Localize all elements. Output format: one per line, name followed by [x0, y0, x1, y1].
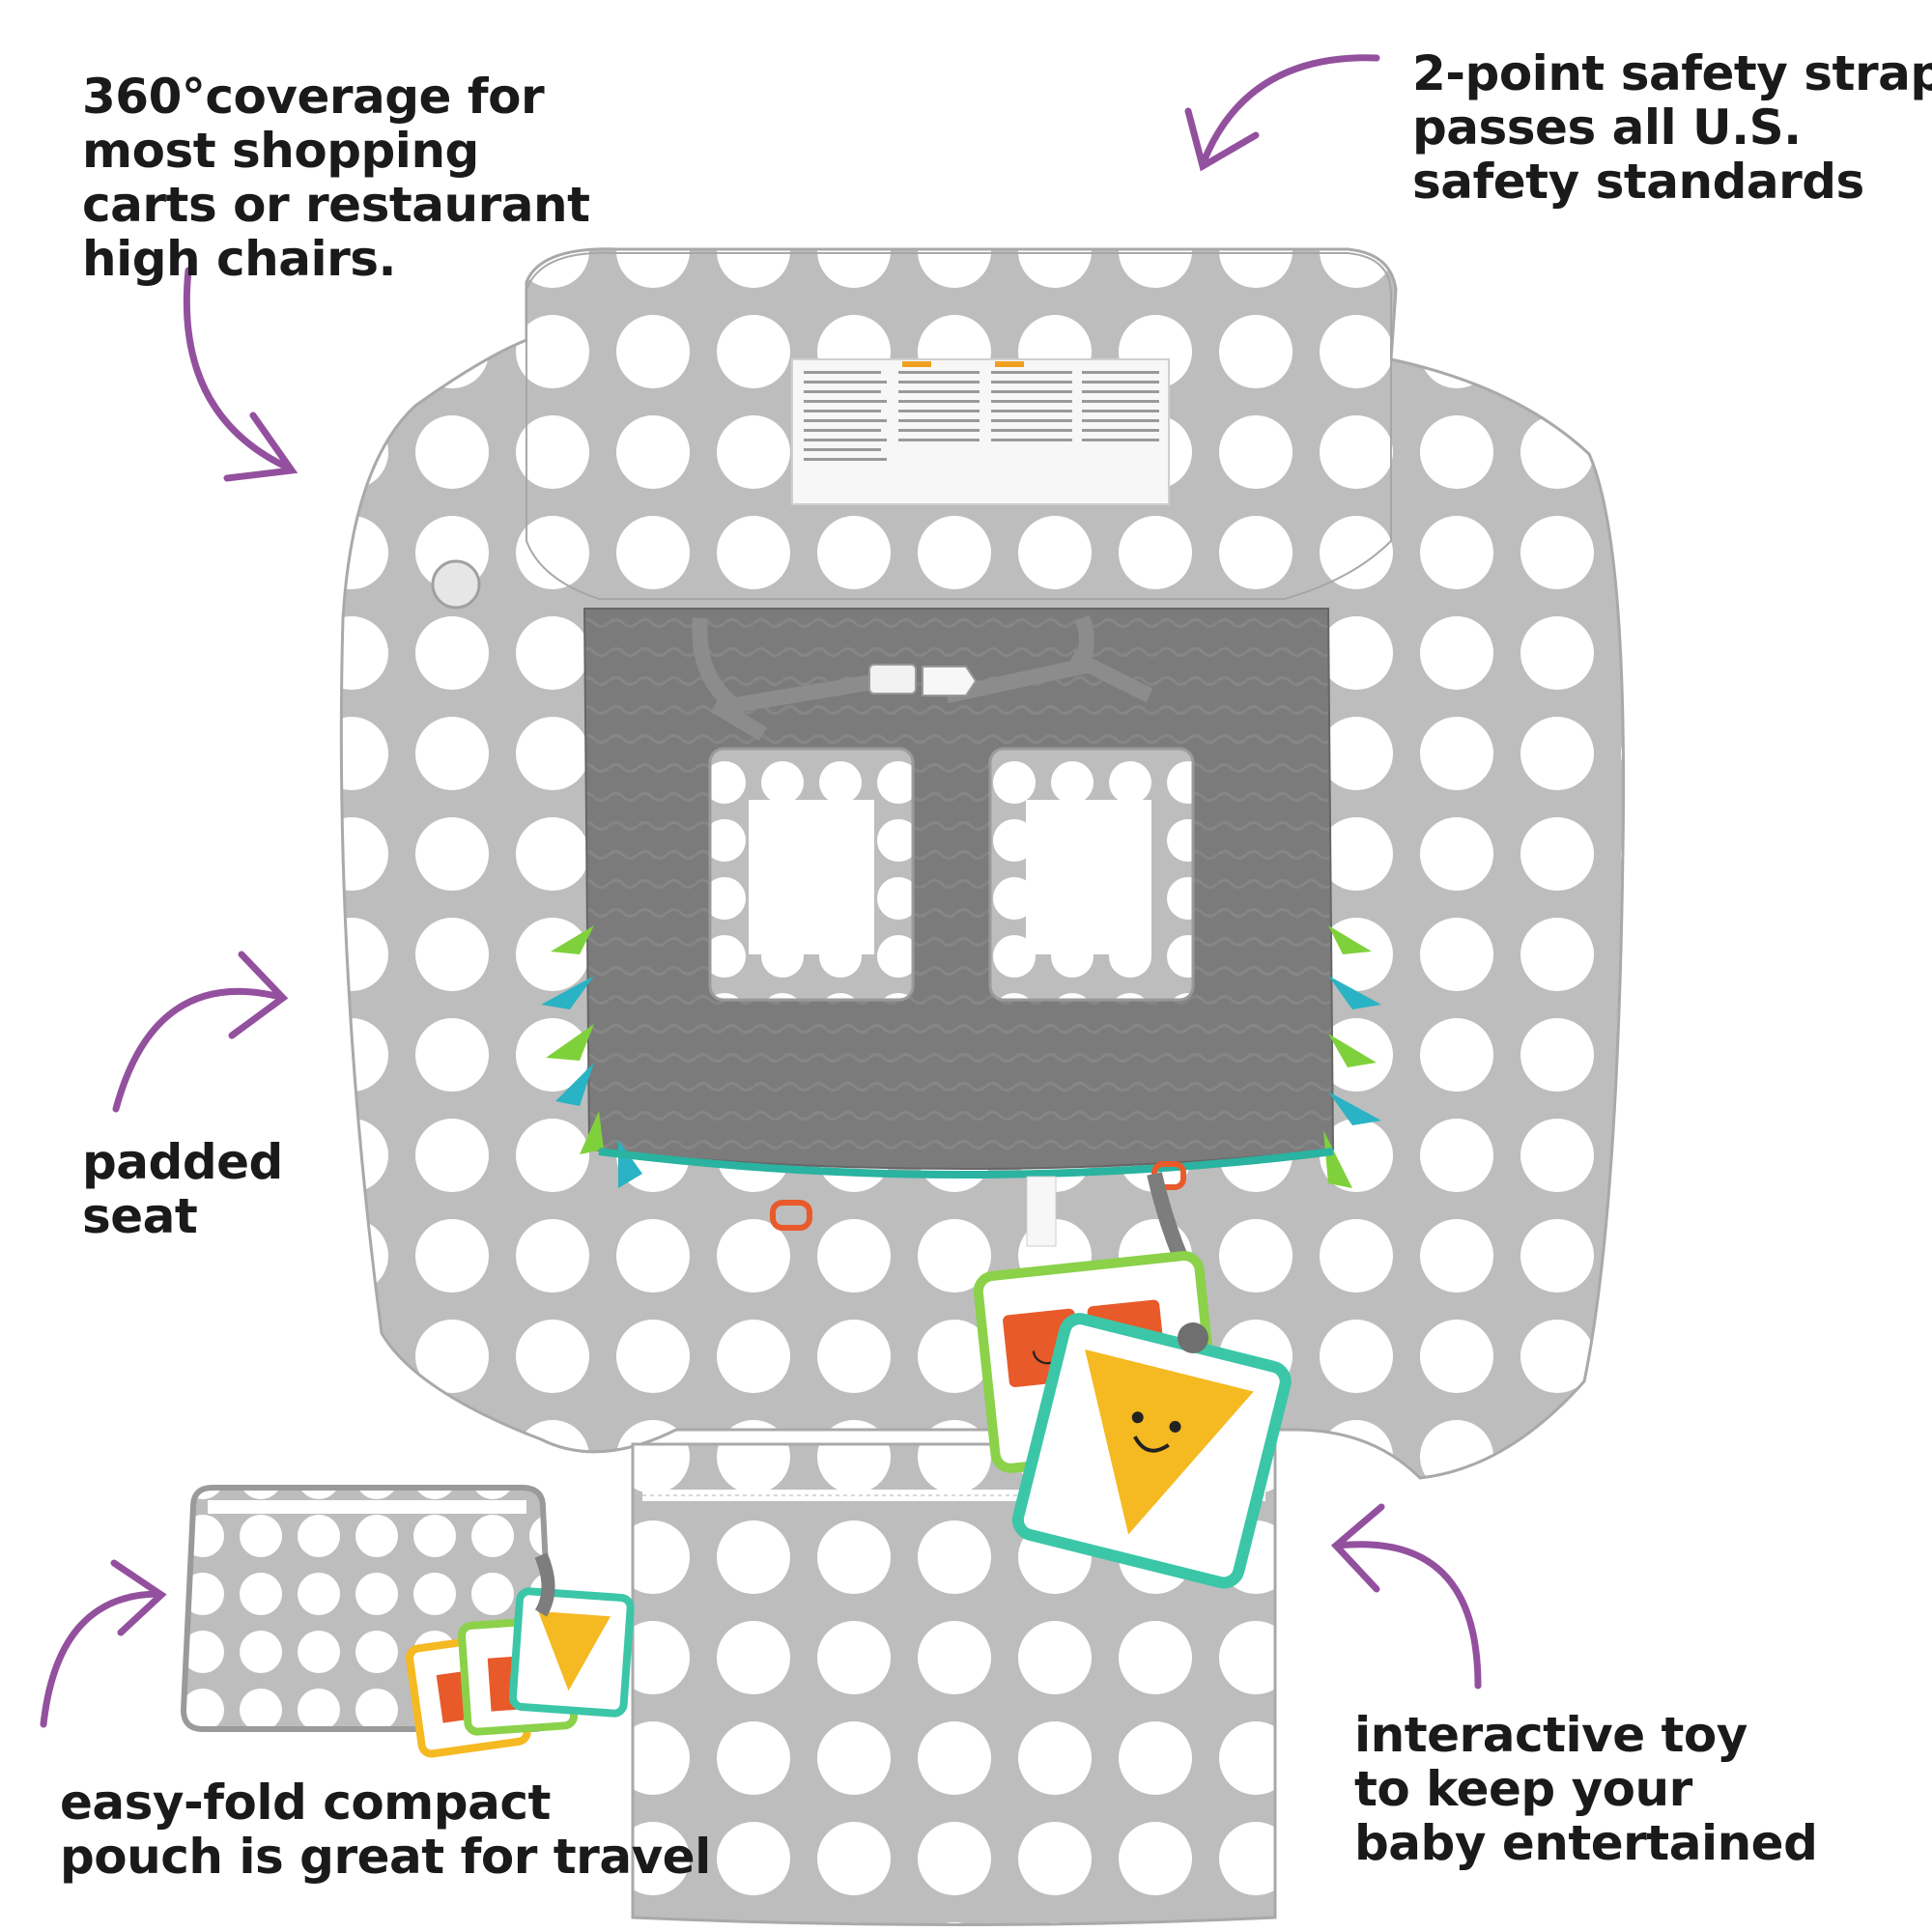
callout-pouch-line-2: pouch is great for travel [60, 1829, 711, 1885]
drawstring-toggle [431, 559, 481, 610]
callout-padded-seat: padded seat [82, 1135, 283, 1243]
buckle-female [868, 664, 917, 695]
callout-toy-line-3: baby entertained [1354, 1815, 1818, 1871]
callout-coverage-line-2: most shopping [82, 123, 479, 179]
callout-coverage-line-3: carts or restaurant [82, 177, 590, 233]
interactive-toy-cards: ◡ [973, 1172, 1292, 1589]
callout-seat-line-1: padded [82, 1134, 283, 1190]
arrow-toy [1334, 1541, 1482, 1690]
compact-pouch [180, 1485, 635, 1758]
front-pouch-panel [631, 1442, 1277, 1926]
arrow-strap [1199, 54, 1380, 168]
callout-pouch-line-1: easy-fold compact [60, 1775, 551, 1831]
teal-piping [598, 1148, 1334, 1179]
warning-label [791, 358, 1170, 505]
leg-openings [708, 747, 1195, 1002]
care-tag [1026, 1176, 1057, 1247]
callout-seat-line-2: seat [82, 1188, 198, 1244]
cart-cover: ◡ [339, 247, 1626, 1926]
callout-coverage-line-1: 360°coverage for [82, 69, 545, 125]
callout-coverage-line-4: high chairs. [82, 231, 397, 287]
safety-strap [692, 614, 1153, 741]
callout-coverage: 360°coverage for most shopping carts or … [82, 70, 590, 286]
callout-strap-line-3: safety standards [1412, 154, 1864, 210]
callout-toy-line-2: to keep your [1354, 1761, 1692, 1817]
callout-toy-line-1: interactive toy [1354, 1707, 1747, 1763]
arrow-pouch [40, 1590, 163, 1728]
arrow-seat [112, 987, 284, 1113]
callout-arrows [40, 54, 1482, 1728]
toy-loop-left [770, 1200, 812, 1231]
callout-strap-line-1: 2-point safety strap [1412, 45, 1932, 101]
buckle-male [922, 666, 978, 696]
callout-pouch: easy-fold compact pouch is great for tra… [60, 1776, 711, 1884]
arrow-coverage [183, 267, 294, 472]
callout-safety-strap: 2-point safety strap passes all U.S. saf… [1412, 46, 1932, 209]
ribbon-tabs-right [1323, 925, 1381, 1188]
callout-strap-line-2: passes all U.S. [1412, 99, 1802, 156]
callout-toy: interactive toy to keep your baby entert… [1354, 1707, 1818, 1871]
